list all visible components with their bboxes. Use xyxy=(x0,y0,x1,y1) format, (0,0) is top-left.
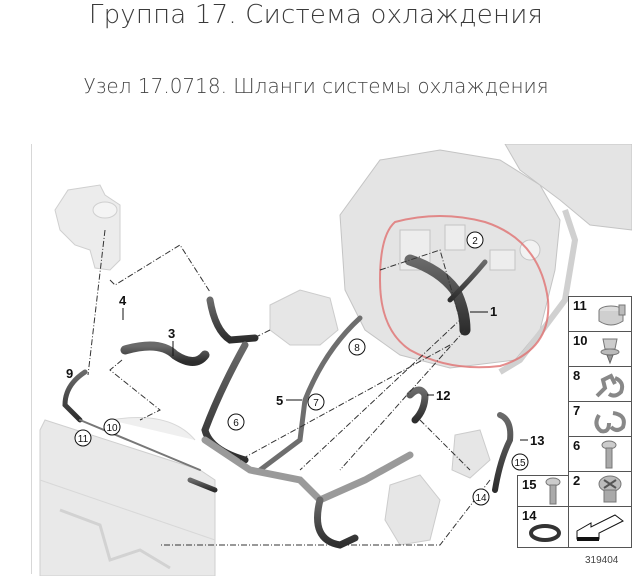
legend-item-10[interactable]: 10 xyxy=(568,331,632,367)
callout-2: 2 xyxy=(472,236,478,247)
callout-3: 3 xyxy=(168,326,175,341)
expanding-rivet-icon xyxy=(600,338,620,365)
legend-item-6[interactable]: 6 xyxy=(568,436,632,472)
callout-4: 4 xyxy=(119,293,127,308)
legend-item-15[interactable]: 15 xyxy=(517,475,569,507)
bold-callouts: 1 3 4 5 9 12 13 xyxy=(66,293,544,448)
callout-6: 6 xyxy=(233,418,239,429)
callout-14: 14 xyxy=(475,493,487,504)
callout-11: 11 xyxy=(78,434,89,445)
twin-clip-icon xyxy=(594,411,626,434)
legend-item-2[interactable]: 2 xyxy=(568,471,632,507)
hoses xyxy=(62,254,514,549)
legend-item-14[interactable]: 14 xyxy=(517,506,569,548)
screw-icon xyxy=(601,440,617,469)
auxiliary-parts xyxy=(269,289,491,546)
engine-block xyxy=(339,144,632,375)
cooling-hoses-diagram: 1 3 4 5 9 12 13 2 6 7 8 10 11 14 15 xyxy=(39,144,632,576)
double-clip-icon xyxy=(595,373,625,398)
plug-screw-icon xyxy=(598,475,622,503)
circled-callouts: 2 6 7 8 10 11 14 15 xyxy=(74,231,529,506)
arrow-icon xyxy=(576,514,624,541)
callout-8: 8 xyxy=(354,343,360,354)
diagram-frame-border xyxy=(31,144,32,574)
callout-7: 7 xyxy=(313,398,319,409)
callout-9: 9 xyxy=(66,366,73,381)
callout-15: 15 xyxy=(514,458,526,469)
hose-clamp-icon xyxy=(598,304,626,326)
legend-item-arrow[interactable] xyxy=(568,506,632,548)
bolt-icon xyxy=(545,477,561,505)
group-title: Группа 17. Система охлаждения xyxy=(88,0,544,30)
callout-13: 13 xyxy=(530,433,544,448)
callout-5: 5 xyxy=(276,393,283,408)
radiator xyxy=(39,417,216,576)
legend-item-11[interactable]: 11 xyxy=(568,296,632,332)
expansion-tank xyxy=(54,184,121,271)
catalog-number: 319404 xyxy=(585,555,619,566)
highlight-outline xyxy=(378,215,550,369)
leader-lines xyxy=(87,229,491,546)
o-ring-icon xyxy=(529,524,561,542)
legend-item-7[interactable]: 7 xyxy=(568,401,632,437)
legend-item-8[interactable]: 8 xyxy=(568,366,632,402)
callout-1: 1 xyxy=(490,304,497,319)
callout-10: 10 xyxy=(106,423,118,434)
callout-12: 12 xyxy=(436,388,450,403)
assembly-title: Узел 17.0718. Шланги системы охлаждения xyxy=(83,74,549,98)
